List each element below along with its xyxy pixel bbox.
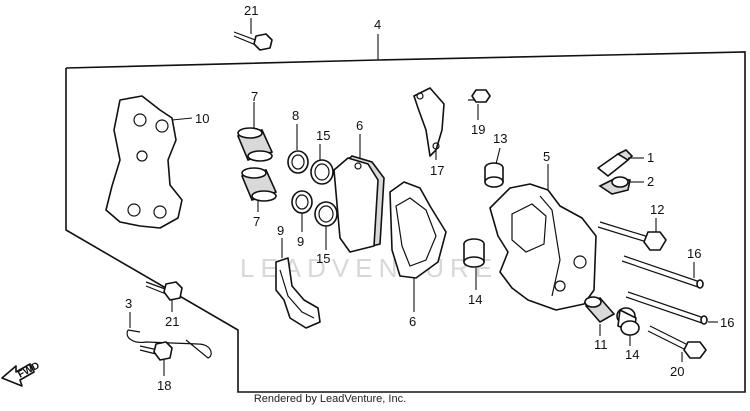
- bleeder-cap-2[interactable]: [598, 176, 631, 195]
- retainer-clip-3[interactable]: [126, 329, 212, 359]
- callout-7: 7: [251, 89, 258, 104]
- callout-16: 16: [720, 315, 734, 330]
- callout-7: 7: [253, 214, 260, 229]
- brake-pad-6-upper[interactable]: [333, 155, 385, 253]
- callout-4: 4: [374, 17, 381, 32]
- bolt-18[interactable]: [139, 341, 173, 361]
- callout-11: 11: [594, 337, 608, 352]
- bleeder-screw-1[interactable]: [597, 149, 634, 177]
- callout-19: 19: [471, 122, 485, 137]
- bolt-21-top[interactable]: [233, 31, 273, 51]
- forward-arrow-icon: [1, 363, 35, 387]
- leader-13: [495, 147, 501, 165]
- seal-9-upper[interactable]: [287, 150, 309, 174]
- bolt-20[interactable]: [647, 325, 707, 359]
- collar-14-right[interactable]: [616, 307, 640, 336]
- fwd-label: FWD: [16, 360, 41, 380]
- pad-spring-8[interactable]: [275, 257, 321, 329]
- caliper-body-5[interactable]: [489, 183, 597, 311]
- bolt-21-lower[interactable]: [145, 281, 183, 301]
- callout-14: 14: [625, 347, 639, 362]
- pin-boot-11[interactable]: [584, 296, 616, 324]
- seal-9-lower[interactable]: [291, 190, 313, 214]
- callout-16: 16: [687, 246, 701, 261]
- callout-14: 14: [468, 292, 482, 307]
- seal-15-lower[interactable]: [314, 201, 338, 227]
- credit-text: Rendered by LeadVenture, Inc.: [253, 393, 407, 405]
- callout-20: 20: [670, 364, 684, 379]
- callout-12: 12: [650, 202, 664, 217]
- callout-13: 13: [493, 131, 507, 146]
- callout-21: 21: [165, 314, 179, 329]
- callout-9: 9: [297, 234, 304, 249]
- callout-6: 6: [356, 118, 363, 133]
- assembly-frame: [65, 51, 746, 393]
- callout-2: 2: [647, 174, 654, 189]
- pin-7-upper[interactable]: [236, 127, 274, 162]
- seal-15-upper[interactable]: [310, 159, 334, 185]
- bolt-19[interactable]: [468, 89, 491, 103]
- callout-18: 18: [157, 378, 171, 393]
- callout-21: 21: [244, 3, 258, 18]
- pad-shim-17[interactable]: [413, 87, 445, 157]
- pin-16-lower[interactable]: [625, 291, 708, 325]
- callout-9: 8: [292, 108, 299, 123]
- callout-5: 5: [543, 149, 550, 164]
- brake-pad-6-lower[interactable]: [389, 181, 447, 279]
- caliper-bracket-10[interactable]: [105, 95, 183, 229]
- callout-15: 15: [316, 128, 330, 143]
- leader-10: [171, 117, 193, 121]
- bleeder-13[interactable]: [484, 162, 504, 188]
- pin-7-lower[interactable]: [240, 167, 278, 202]
- collar-14-left[interactable]: [463, 238, 485, 268]
- callout-6: 6: [409, 314, 416, 329]
- callout-10: 10: [195, 111, 209, 126]
- bolt-12[interactable]: [597, 221, 667, 251]
- callout-17: 17: [430, 163, 444, 178]
- callout-8: 9: [277, 223, 284, 238]
- callout-15: 15: [316, 251, 330, 266]
- pin-16-upper[interactable]: [621, 255, 704, 289]
- callout-3: 3: [125, 296, 132, 311]
- callout-1: 1: [647, 150, 654, 165]
